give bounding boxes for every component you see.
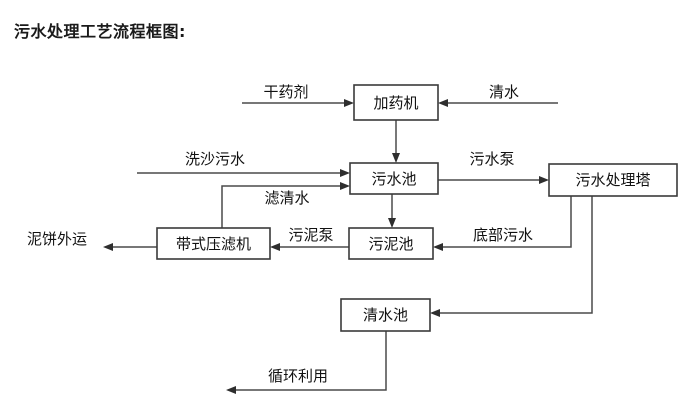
edge-filtered-water-to-wastewater-pool	[221, 182, 350, 228]
node-treatment-tower[interactable]: 污水处理塔	[548, 163, 678, 197]
edge-sand-wash-water-to-wastewater-pool	[137, 169, 350, 177]
edge-dosing-machine-to-wastewater-pool	[392, 120, 400, 163]
edge-label-wastewater-pump: 污水泵	[469, 150, 514, 168]
node-label-wastewater-pool: 污水池	[371, 170, 416, 188]
edge-label-clean-water-in: 清水	[489, 83, 519, 101]
edge-bottom-wastewater-to-sludge-pool	[433, 196, 572, 251]
node-label-treatment-tower: 污水处理塔	[575, 171, 650, 189]
edge-label-filtered-water: 滤清水	[264, 189, 309, 207]
node-label-sludge-pool: 污泥池	[368, 235, 413, 253]
edge-label-recycle-reuse: 循环利用	[268, 367, 328, 385]
node-dosing-machine[interactable]: 加药机	[353, 84, 439, 121]
edge-clean-water-to-dosing-machine	[438, 99, 558, 107]
edge-sludge-pump-to-belt-filter-press	[270, 243, 349, 251]
edge-label-dry-chemical: 干药剂	[263, 83, 308, 101]
node-label-dosing-machine: 加药机	[373, 94, 418, 112]
edge-label-sludge-pump: 污泥泵	[288, 226, 333, 244]
edge-label-sand-wash-water: 洗沙污水	[185, 150, 245, 168]
edge-wastewater-pool-to-sludge-pool	[388, 194, 396, 228]
edge-wastewater-pump-to-treatment-tower	[438, 176, 549, 184]
edge-label-mud-cake-out: 泥饼外运	[27, 230, 87, 248]
edge-dry-chemical-to-dosing-machine	[242, 99, 354, 107]
node-label-clean-water-pool: 清水池	[363, 306, 408, 324]
edge-label-bottom-wastewater: 底部污水	[473, 226, 533, 244]
node-clean-water-pool[interactable]: 清水池	[340, 298, 431, 332]
edge-treatment-tower-to-clean-water-pool	[430, 196, 593, 317]
node-belt-filter-press[interactable]: 带式压滤机	[156, 227, 271, 260]
node-wastewater-pool[interactable]: 污水池	[349, 162, 439, 195]
edge-belt-filter-press-to-mud-cake-out	[103, 243, 157, 251]
edge-clean-water-pool-to-recycle	[226, 331, 387, 394]
node-sludge-pool[interactable]: 污泥池	[348, 227, 434, 260]
page-title: 污水处理工艺流程框图:	[14, 22, 186, 41]
node-label-belt-filter-press: 带式压滤机	[176, 235, 251, 253]
